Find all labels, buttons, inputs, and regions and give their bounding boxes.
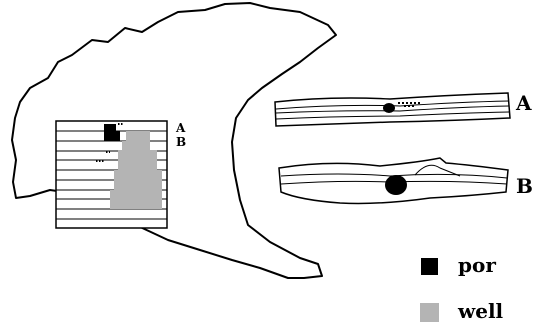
strip-b-label: B bbox=[516, 174, 533, 198]
strip-a-dark-spot bbox=[383, 103, 395, 113]
legend: por well bbox=[420, 253, 504, 323]
strip-a bbox=[275, 93, 510, 126]
strip-a-label: A bbox=[515, 91, 532, 115]
legend-swatch-por bbox=[421, 258, 438, 275]
legend-swatch-well bbox=[420, 303, 439, 322]
section-grid bbox=[56, 121, 167, 228]
legend-label-well: well bbox=[457, 299, 504, 323]
section-b-label: B bbox=[176, 135, 186, 149]
strip-b-dark-spot bbox=[385, 175, 407, 195]
strip-b bbox=[279, 158, 508, 203]
section-a-label: A bbox=[175, 121, 186, 135]
legend-label-por: por bbox=[458, 253, 496, 277]
